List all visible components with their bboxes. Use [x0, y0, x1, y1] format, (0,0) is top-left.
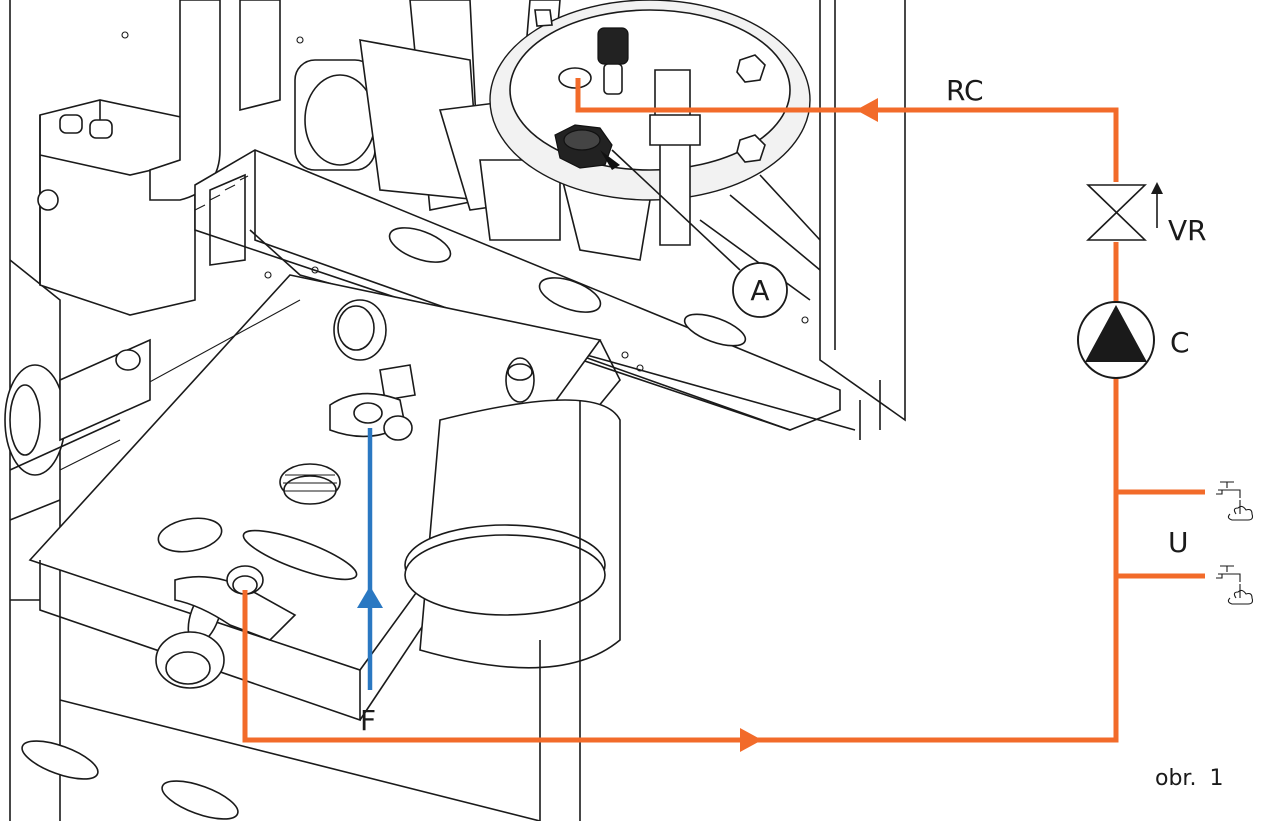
hot-water-circuit — [242, 78, 1205, 752]
label-c: C — [1170, 326, 1190, 359]
label-u: U — [1168, 526, 1189, 559]
cold-inlet-arrow — [357, 586, 383, 608]
pump-c — [1077, 301, 1155, 379]
label-a: A — [750, 274, 769, 307]
recirculation-pipe — [242, 78, 1119, 743]
boiler-line-art — [4, 0, 906, 822]
callout-a: A — [611, 149, 788, 318]
caption-prefix: obr. — [1155, 766, 1196, 791]
caption-number: 1 — [1209, 766, 1223, 791]
faucet-icon — [1216, 565, 1254, 605]
figure-caption: obr. 1 — [1155, 766, 1223, 791]
check-valve-vr — [1085, 182, 1163, 242]
flow-arrow-top — [856, 98, 878, 122]
flow-arrow-bottom — [740, 728, 762, 752]
label-vr: VR — [1168, 214, 1207, 247]
label-f: F — [360, 704, 376, 737]
faucet-icon — [1216, 481, 1254, 521]
label-rc: RC — [946, 74, 984, 107]
cold-inlet — [357, 428, 383, 690]
